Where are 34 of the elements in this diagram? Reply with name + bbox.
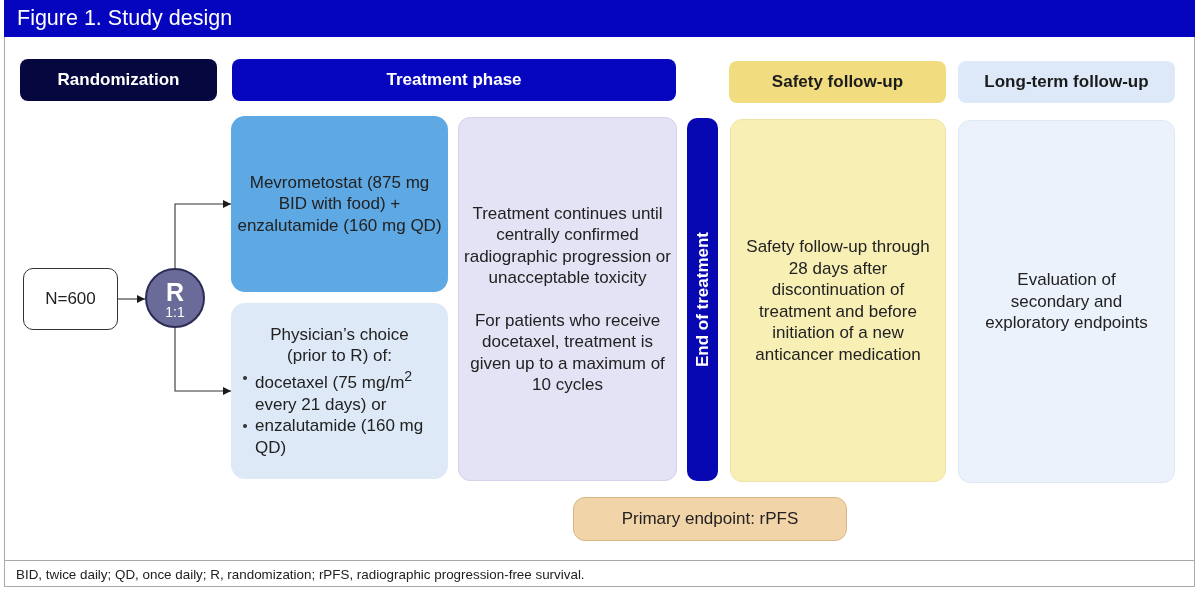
phase-label: Safety follow-up (771, 71, 904, 93)
regimen-option: enzalutamide (160 mg QD) (255, 416, 424, 457)
phase-header (20, 59, 217, 101)
bar-label: End of treatment (691, 231, 713, 368)
population-label: N=600 (45, 288, 96, 310)
phase-header (958, 61, 1175, 103)
phase-panel (958, 120, 1175, 483)
panel-text: Evaluation of secondary and exploratory endpoints (984, 269, 1149, 334)
panel-text: Treatment continues until centrally confirmed radiographic progression or unacceptable toxicity (463, 202, 672, 289)
treatment-arm-box (231, 303, 448, 479)
ratio-label: 1:1 (165, 304, 185, 319)
panel-text: Safety follow-up through 28 days after discontinuation of treatment and before initiation of a new anticancer medication (745, 236, 931, 365)
treatment-arm-box (231, 116, 448, 292)
figure-title: Figure 1. Study design (17, 6, 233, 31)
phase-panel (458, 117, 677, 481)
milestone-bar (687, 118, 718, 481)
endpoint-box (573, 497, 847, 541)
arm-heading: Physician’s choice (prior to R) of: (269, 323, 410, 367)
phase-header (232, 59, 676, 101)
endpoint-label: Primary endpoint: rPFS (621, 508, 799, 530)
arm-description: Mevrometostat (875 mg BID with food) + enzalutamide (160 mg QD) (237, 171, 442, 237)
footnote: BID, twice daily; QD, once daily; R, randomization; rPFS, radiographic progression-free survival. (16, 567, 585, 582)
circle-letter: R (165, 279, 185, 305)
arrow (117, 295, 146, 303)
phase-label: Randomization (57, 69, 180, 91)
phase-panel (730, 119, 946, 482)
phase-label: Treatment phase (386, 69, 522, 91)
arrow (174, 200, 232, 269)
randomization-circle (145, 268, 205, 328)
population-box (23, 268, 118, 330)
panel-text: For patients who receive docetaxel, treatment is given up to a maximum of 10 cycles (469, 309, 666, 396)
phase-label: Long-term follow-up (984, 71, 1149, 93)
phase-header (729, 61, 946, 103)
arrow (174, 327, 232, 395)
